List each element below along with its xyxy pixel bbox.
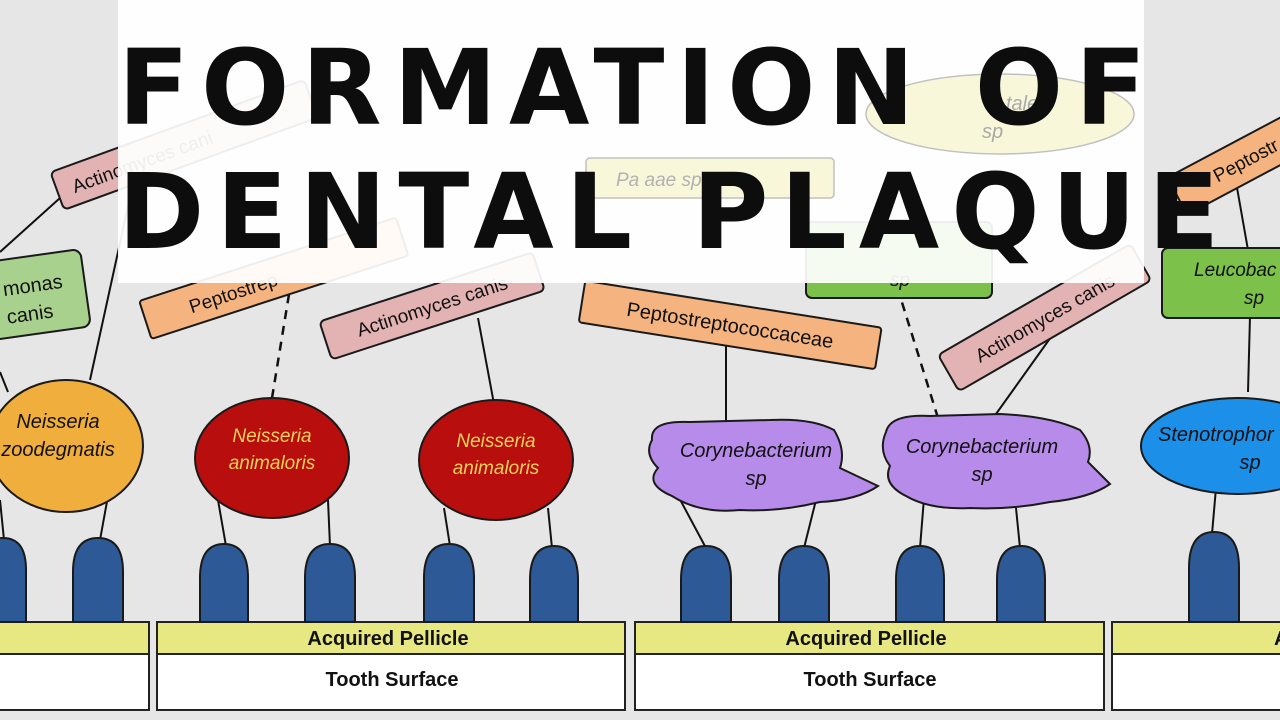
neisseria-zoodegmatis: Neisseria zoodegmatis <box>0 379 144 513</box>
adhesin <box>304 542 356 623</box>
neisseria-animaloris-2: Neisseria animaloris <box>418 399 574 521</box>
adhesin <box>423 542 475 623</box>
title-panel <box>118 0 1144 283</box>
adhesin <box>680 544 732 623</box>
faded-background-tags: tales sp Pa aae sp <box>585 73 1135 199</box>
bacterium-label: zoodegmatis <box>0 439 114 461</box>
bacterium-label: animaloris <box>453 458 540 479</box>
tag-box <box>578 280 883 370</box>
adhesin <box>1188 530 1240 623</box>
neisseria-animaloris-1: Neisseria animaloris <box>194 397 350 519</box>
tooth-surface-layer: Tooth Surface Tooth Surface <box>0 653 1280 711</box>
bacterium-label: Corynebacterium <box>906 436 1058 458</box>
neisseria-animaloris-cell <box>418 399 574 521</box>
tooth-surface-3 <box>634 653 1105 711</box>
pellicle-band-4 <box>1111 621 1280 655</box>
faded-rect <box>585 157 835 199</box>
bacterium-label: Neisseria <box>232 426 311 447</box>
adhesin <box>72 536 124 623</box>
faded-label: Pa aae sp <box>616 170 702 191</box>
neisseria-zoodegmatis-cell <box>0 379 144 513</box>
pellicle-layer: Acquired Pellicle Acquired Pellicle A <box>0 621 1280 655</box>
bacterium-label: Corynebacterium <box>680 440 832 462</box>
adhesin <box>0 536 27 623</box>
adhesin <box>529 544 579 623</box>
pellicle-label-partial: A <box>1274 628 1280 650</box>
stenotrophomonas-cell <box>1140 397 1280 495</box>
tag-box <box>1161 247 1280 319</box>
tooth-surface-label: Tooth Surface <box>804 669 937 691</box>
tag-box <box>1167 83 1280 215</box>
bacterium-label: Stenotrophor <box>1158 424 1275 446</box>
corynebacterium-2: Corynebacterium sp <box>881 412 1112 510</box>
stenotrophomonas: Stenotrophor sp <box>1140 397 1280 495</box>
tooth-surface-2 <box>156 653 626 711</box>
tag-label: sp <box>1244 288 1264 309</box>
dashed-connectors <box>270 275 940 419</box>
tooth-surface-label: Tooth Surface <box>326 669 459 691</box>
tag-box <box>0 249 91 341</box>
neisseria-animaloris-cell <box>194 397 350 519</box>
faded-ellipse <box>865 73 1135 155</box>
faded-label: tales <box>1006 93 1048 115</box>
bacterium-label: animaloris <box>229 453 316 474</box>
adhesins <box>0 530 1240 623</box>
bacterium-label: sp <box>745 468 766 490</box>
bacterium-label: sp <box>971 464 992 486</box>
pellicle-label: Acquired Pellicle <box>785 628 946 650</box>
adhesin <box>996 544 1046 623</box>
tooth-surface-4 <box>1111 653 1280 711</box>
adhesin <box>199 542 249 623</box>
pellicle-band-1 <box>0 621 150 655</box>
adhesin <box>778 544 830 623</box>
corynebacterium-1: Corynebacterium sp <box>648 418 880 512</box>
tag-label: Leucobac <box>1194 260 1277 281</box>
tooth-surface-1 <box>0 653 150 711</box>
corynebacterium-cell <box>648 418 880 512</box>
title-line-2: DENTAL PLAQUE <box>118 151 1232 273</box>
pellicle-band-2 <box>156 621 626 655</box>
title-line-1: FORMATION OF <box>118 27 1159 149</box>
corynebacterium-cell <box>881 412 1112 510</box>
bacterium-label: sp <box>1239 452 1260 474</box>
tag-porphyromonas: monas canis <box>0 249 91 341</box>
adhesin <box>895 544 945 623</box>
tag-label: Actinomyces canis <box>972 271 1119 368</box>
bacterium-label: Neisseria <box>456 431 535 452</box>
bacterium-label: Neisseria <box>16 411 99 433</box>
pellicle-label: Acquired Pellicle <box>307 628 468 650</box>
faded-label: sp <box>982 121 1003 143</box>
tag-leucobacter: Leucobac sp <box>1161 247 1280 319</box>
